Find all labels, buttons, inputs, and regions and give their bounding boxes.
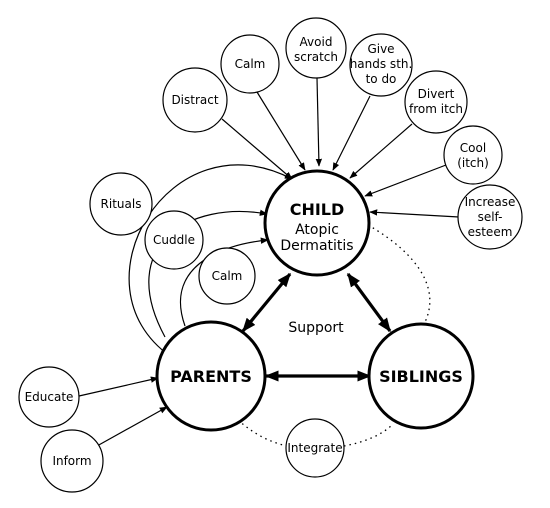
child-strategy-nodes: Distract Calm Avoid scratch Give hands s… bbox=[162, 17, 523, 250]
node-give-hands: Give hands sth. to do bbox=[349, 33, 413, 97]
node-child: CHILD Atopic Dermatitis bbox=[263, 169, 371, 277]
node-parents: PARENTS bbox=[155, 320, 267, 432]
node-label: (itch) bbox=[457, 156, 489, 170]
node-rituals: Rituals bbox=[89, 172, 153, 236]
node-label: hands sth. bbox=[350, 57, 413, 71]
parents-title: PARENTS bbox=[170, 367, 252, 386]
node-cool-itch: Cool (itch) bbox=[443, 125, 503, 185]
double-arrow-child-siblings bbox=[346, 272, 392, 333]
arrow-cool-to-child bbox=[364, 164, 447, 197]
node-divert-itch: Divert from itch bbox=[404, 70, 468, 134]
node-calm-parents: Calm bbox=[198, 247, 256, 305]
node-increase-self-esteem: Increase self- esteem bbox=[457, 184, 523, 250]
node-label: Rituals bbox=[101, 197, 142, 211]
arc-calm-parents bbox=[179, 237, 269, 327]
node-label: esteem bbox=[468, 225, 513, 239]
parent-strategy-nodes: Rituals Cuddle Calm bbox=[89, 172, 256, 305]
node-educate: Educate bbox=[18, 366, 80, 428]
node-inform: Inform bbox=[40, 429, 104, 493]
node-label: scratch bbox=[294, 50, 338, 64]
node-label: to do bbox=[366, 72, 397, 86]
double-arrow-child-parents bbox=[241, 272, 292, 333]
support-label: Support bbox=[288, 320, 344, 336]
child-subtitle-line1: Atopic bbox=[295, 222, 339, 238]
arrow-give-hands-to-child bbox=[332, 95, 371, 171]
node-calm-child: Calm bbox=[220, 34, 280, 94]
node-label: Avoid bbox=[300, 35, 333, 49]
node-integrate: Integrate bbox=[285, 418, 345, 478]
child-subtitle-line2: Dermatitis bbox=[280, 238, 353, 254]
arrow-inform-to-parents bbox=[96, 406, 168, 447]
node-label: Distract bbox=[171, 93, 218, 107]
dotted-integrate-siblings bbox=[343, 423, 394, 447]
node-label: Calm bbox=[212, 269, 243, 283]
dotted-parents-integrate bbox=[237, 419, 288, 447]
dotted-child-siblings bbox=[367, 224, 431, 323]
node-cuddle: Cuddle bbox=[144, 210, 204, 270]
node-label: Give bbox=[367, 42, 394, 56]
arrow-educate-to-parents bbox=[78, 376, 159, 397]
node-label: Increase bbox=[465, 195, 516, 209]
arrow-distract-to-child bbox=[221, 118, 293, 180]
arrow-calm-to-child bbox=[256, 91, 306, 171]
node-label: Integrate bbox=[287, 441, 342, 455]
arrow-self-esteem-to-child bbox=[369, 209, 460, 218]
node-label: Calm bbox=[235, 57, 266, 71]
node-distract: Distract bbox=[162, 67, 228, 133]
arrow-divert-to-child bbox=[349, 123, 413, 179]
node-label: Cuddle bbox=[153, 233, 195, 247]
arrow-avoid-scratch-to-child bbox=[315, 77, 323, 167]
node-label: Cool bbox=[460, 141, 486, 155]
siblings-title: SIBLINGS bbox=[379, 367, 463, 386]
connectors bbox=[78, 77, 460, 447]
node-label: Inform bbox=[52, 454, 91, 468]
node-siblings: SIBLINGS bbox=[367, 322, 475, 430]
node-avoid-scratch: Avoid scratch bbox=[285, 17, 347, 79]
node-label: Educate bbox=[25, 390, 74, 404]
node-label: self- bbox=[478, 210, 503, 224]
node-label: from itch bbox=[409, 102, 463, 116]
parent-input-nodes: Educate Inform bbox=[18, 366, 104, 493]
child-title: CHILD bbox=[290, 200, 345, 219]
node-label: Divert bbox=[418, 87, 455, 101]
